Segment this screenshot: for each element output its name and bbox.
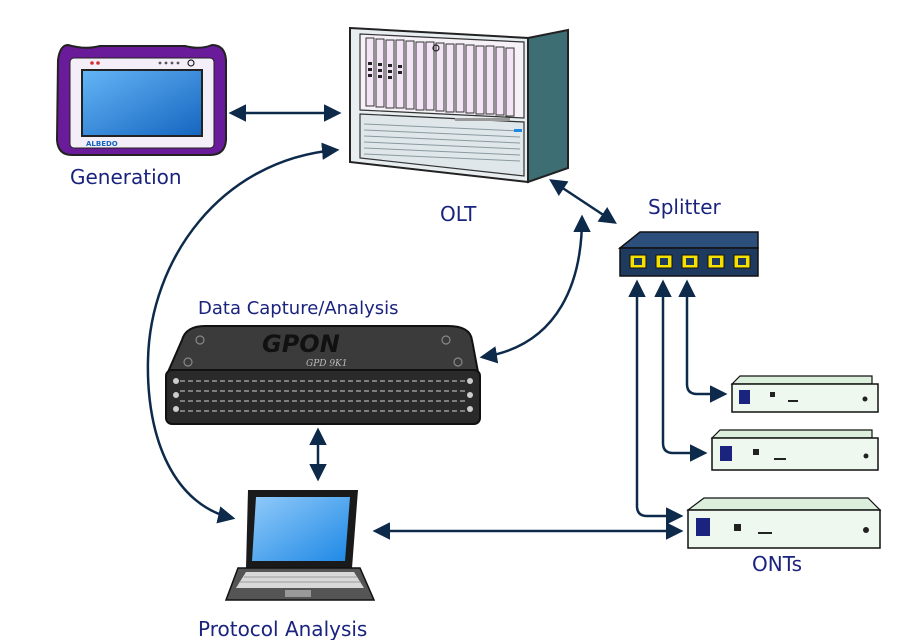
splitter-icon	[617, 231, 759, 277]
gpon-title: GPON	[262, 330, 340, 358]
link-olt-splitter	[549, 179, 617, 224]
ont-icon	[730, 375, 879, 413]
link-splitter-ont-1	[678, 279, 728, 403]
ont-icon	[710, 429, 879, 471]
ont-icon	[686, 497, 882, 549]
link-splitter-gpon	[479, 214, 591, 364]
laptop-icon	[224, 490, 376, 601]
label-generation: Generation	[70, 165, 182, 189]
tablet-icon: ALBEDO	[55, 43, 227, 156]
label-protocol-analysis: Protocol Analysis	[198, 617, 367, 640]
link-splitter-ont-2	[654, 279, 708, 462]
gpon-model: GPD 9K1	[306, 359, 348, 369]
olt-rack-icon	[349, 26, 569, 184]
link-olt-laptop	[146, 142, 340, 524]
gpon-analyzer-icon: GPON GPD 9K1	[165, 325, 481, 425]
tablet-brand: ALBEDO	[86, 140, 118, 148]
label-olt: OLT	[440, 202, 477, 226]
label-splitter: Splitter	[648, 195, 721, 219]
label-onts: ONTs	[752, 552, 802, 576]
link-splitter-ont-3	[628, 279, 684, 525]
label-data-capture: Data Capture/Analysis	[198, 298, 399, 319]
